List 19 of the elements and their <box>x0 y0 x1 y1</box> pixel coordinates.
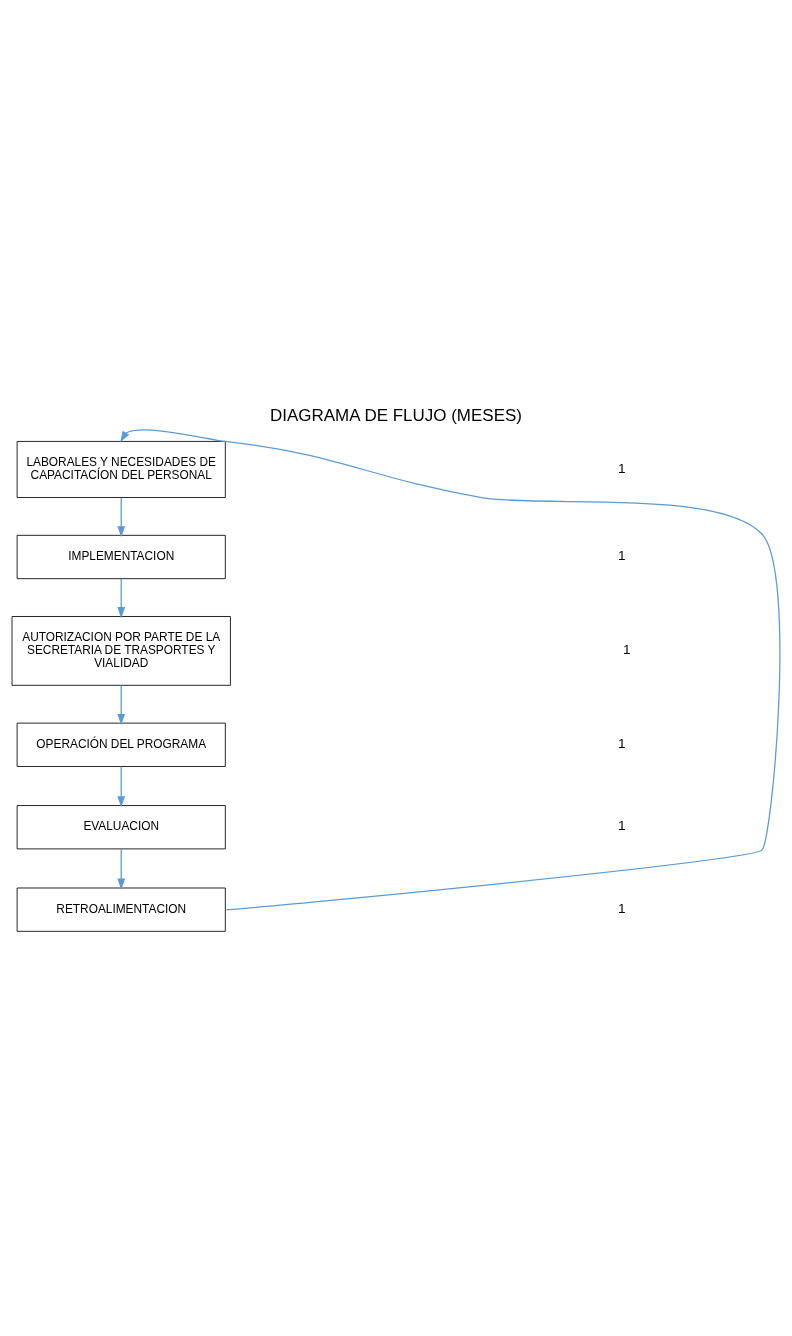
label: 1 <box>623 641 631 657</box>
node-box: OPERACIÓN DEL PROGRAMA <box>16 722 226 767</box>
arrow <box>120 428 781 910</box>
arrow <box>117 496 126 537</box>
diagram-title: DIAGRAMA DE FLUJO (MESES) <box>270 405 522 425</box>
label: 1 <box>617 900 626 916</box>
arrow <box>117 765 126 807</box>
node-box: RETROALIMENTACION <box>16 887 226 932</box>
label: 1 <box>617 460 626 476</box>
arrow <box>117 577 126 618</box>
arrow <box>117 848 126 890</box>
node-box: EVALUACION <box>16 804 226 849</box>
node-box: IMPLEMENTACION <box>16 534 226 579</box>
label: 1 <box>617 817 626 833</box>
node-box: AUTORIZACION POR PARTE DE LA SECRETARIA DE TRASPORTES Y VIALIDAD <box>11 615 231 686</box>
label: 1 <box>617 547 626 563</box>
node-box: LABORALES Y NECESIDADES DE CAPACITACÍON DEL PERSONAL <box>16 440 226 498</box>
arrow <box>117 684 126 725</box>
label: 1 <box>617 735 626 751</box>
